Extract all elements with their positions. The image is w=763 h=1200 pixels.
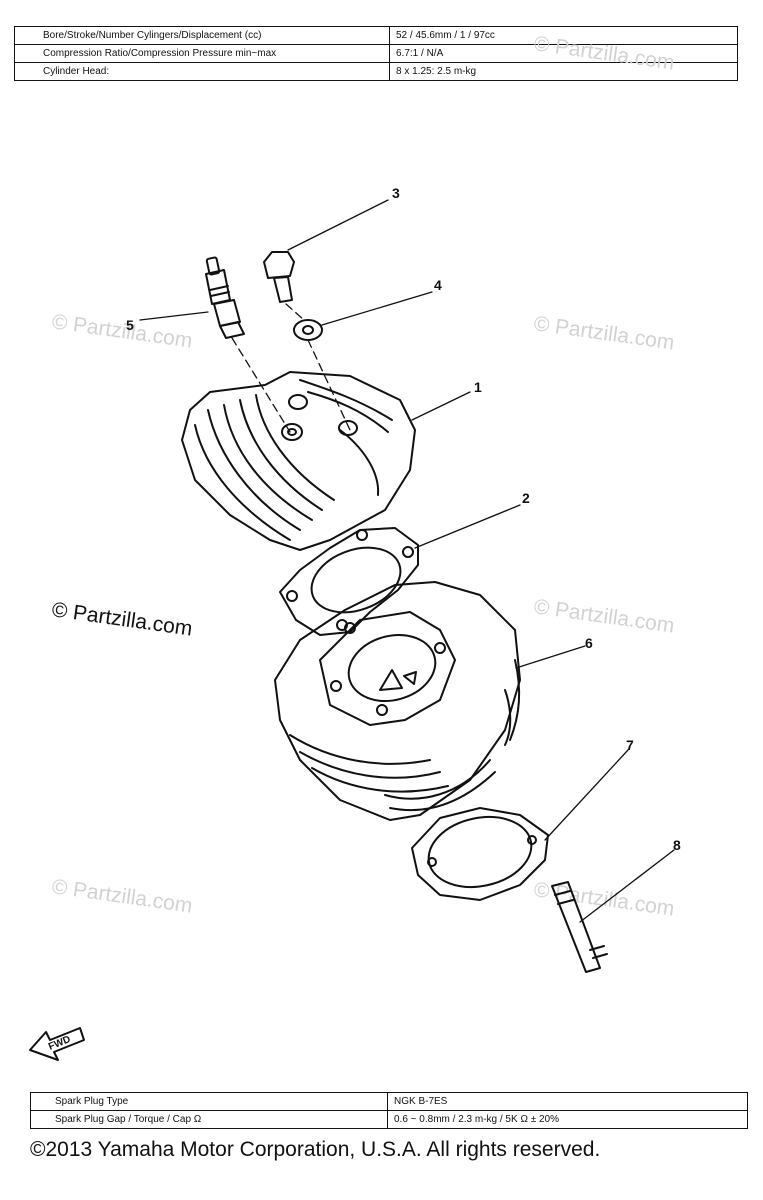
- spec-row: Cylinder Head: 8 x 1.25: 2.5 m-kg: [14, 62, 738, 81]
- head-gasket: [279, 527, 419, 636]
- spec-row: Spark Plug Type NGK B-7ES: [30, 1092, 748, 1111]
- callout-number: 3: [392, 185, 400, 201]
- callout-number: 6: [585, 635, 593, 651]
- cylinder-head: [181, 371, 416, 551]
- callout-number: 4: [434, 277, 442, 293]
- callout-number: 5: [126, 317, 134, 333]
- top-spec-table: Bore/Stroke/Number Cylingers/Displacemen…: [14, 26, 738, 81]
- footer-copyright: ©2013 Yamaha Motor Corporation, U.S.A. A…: [30, 1138, 601, 1161]
- spec-row: Bore/Stroke/Number Cylingers/Displacemen…: [14, 26, 738, 45]
- cylinder: [274, 581, 521, 821]
- spark-plug: [205, 256, 245, 339]
- spec-label: Spark Plug Gap / Torque / Cap Ω: [30, 1110, 388, 1129]
- head-bolt: [263, 251, 295, 303]
- bottom-spec-table: Spark Plug Type NGK B-7ES Spark Plug Gap…: [30, 1092, 748, 1129]
- washer: [293, 319, 323, 341]
- fwd-arrow-icon: [29, 1027, 85, 1061]
- spec-label: Spark Plug Type: [30, 1092, 388, 1111]
- spec-row: Compression Ratio/Compression Pressure m…: [14, 44, 738, 63]
- base-gasket: [411, 807, 549, 901]
- spec-row: Spark Plug Gap / Torque / Cap Ω 0.6 ~ 0.…: [30, 1110, 748, 1129]
- stud-bolt: [551, 881, 608, 973]
- spec-value: 8 x 1.25: 2.5 m-kg: [389, 62, 738, 81]
- spec-value: NGK B-7ES: [387, 1092, 748, 1111]
- callout-number: 8: [673, 837, 681, 853]
- callout-number: 2: [522, 490, 530, 506]
- spec-value: 0.6 ~ 0.8mm / 2.3 m-kg / 5K Ω ± 20%: [387, 1110, 748, 1129]
- callout-number: 1: [474, 379, 482, 395]
- callout-number: 7: [626, 737, 634, 753]
